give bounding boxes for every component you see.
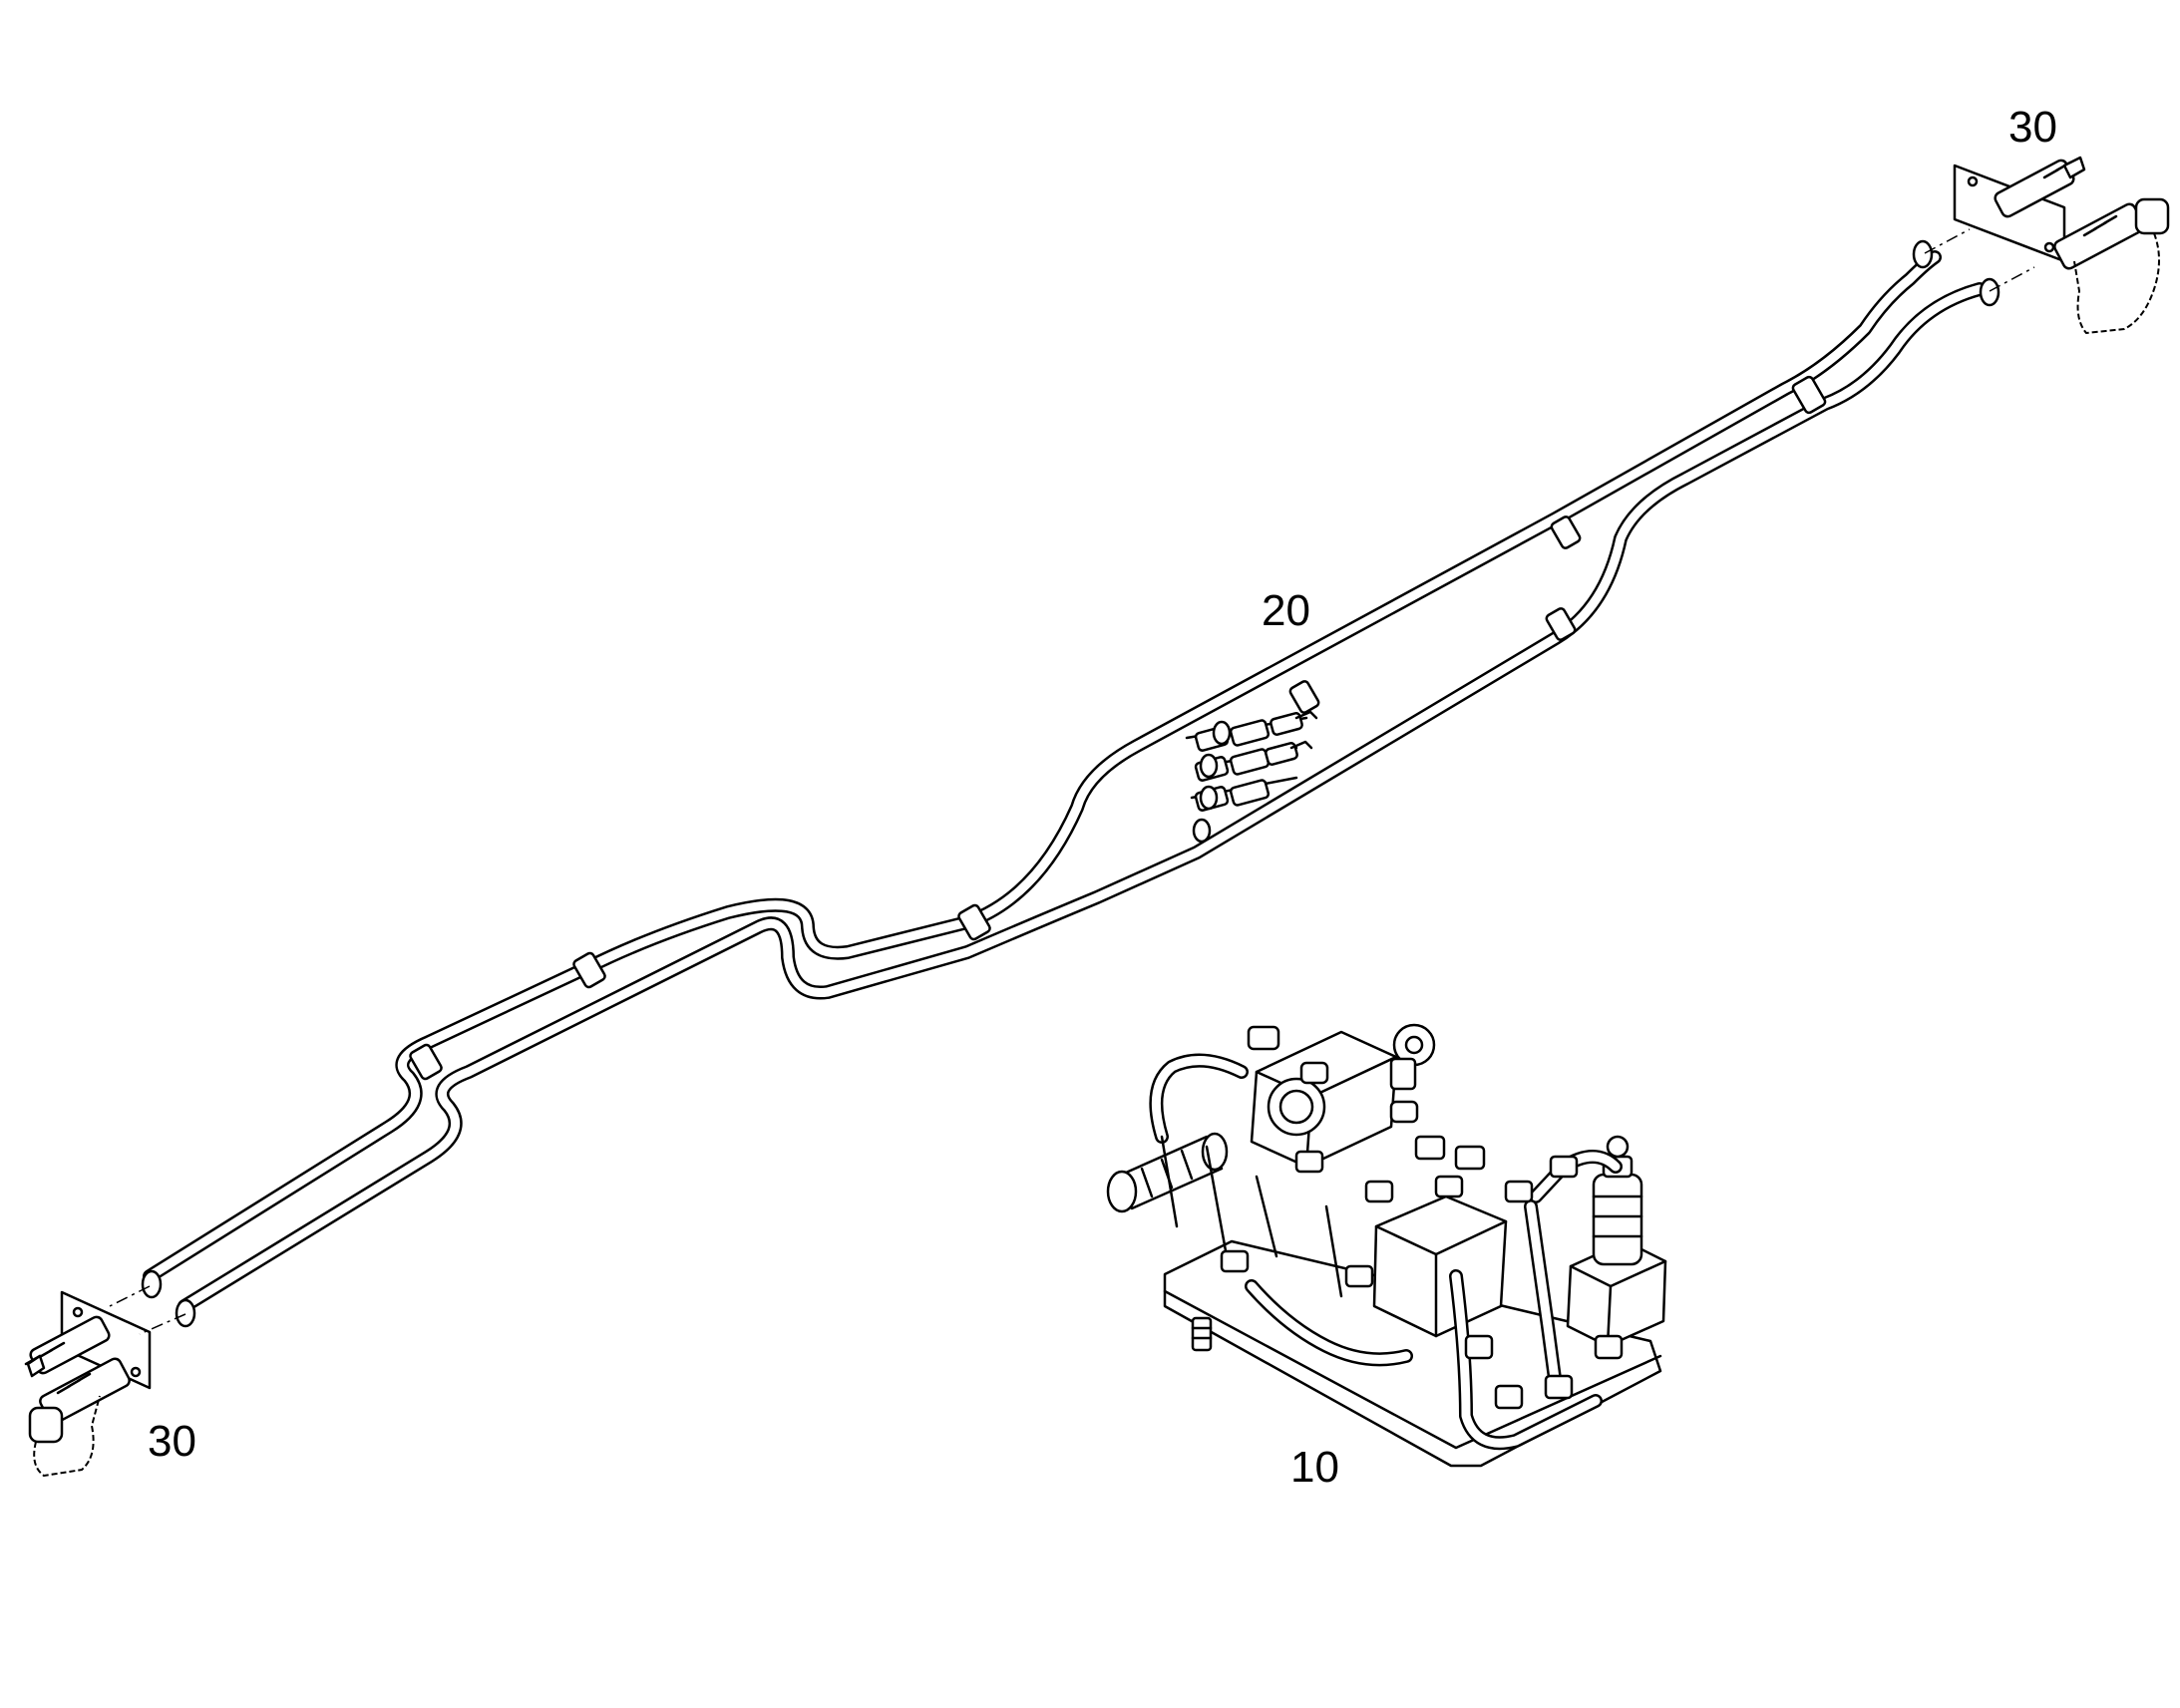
outlet-cylinder xyxy=(1106,1132,1229,1213)
pressure-filter xyxy=(1592,1135,1643,1266)
quick-coupling-upper xyxy=(1994,156,2086,218)
pipe-clamp xyxy=(572,951,606,989)
callout-10: 10 xyxy=(1290,1443,1339,1492)
pipe-clamp xyxy=(409,1043,443,1081)
mounting-bolt xyxy=(1191,1316,1213,1352)
pipe-clamp xyxy=(957,903,991,941)
lower-pipe xyxy=(178,282,1987,1313)
dust-cap-chain xyxy=(2073,232,2160,335)
valve-block-assembly: 10 xyxy=(1106,1023,1667,1492)
dust-cap-chain xyxy=(33,1395,101,1478)
quick-coupling-lower xyxy=(28,1357,131,1444)
pipe-end-nuts-left xyxy=(141,1269,196,1328)
coupling-plate-right: 30 xyxy=(1924,103,2170,335)
pipe-clamp xyxy=(1545,607,1577,641)
pipe-end-nuts-right xyxy=(1912,239,2000,307)
quick-coupling-upper xyxy=(24,1315,111,1378)
pipe-clamp xyxy=(1288,680,1320,714)
coupling-plate-left: 30 xyxy=(24,1285,196,1478)
adjustment-knob xyxy=(1389,1023,1436,1091)
valve-body-main xyxy=(1250,1030,1398,1169)
cap-nut xyxy=(1247,1025,1419,1124)
pipe-clamp xyxy=(1791,375,1827,415)
pipe-clamp xyxy=(1550,515,1582,549)
upper-pipe xyxy=(143,250,1942,1283)
callout-30-right: 30 xyxy=(2008,103,2057,152)
callout-30-left: 30 xyxy=(148,1417,196,1466)
hose-fittings xyxy=(1220,1135,1624,1410)
callout-20: 20 xyxy=(1262,586,1310,635)
pipe-clamps xyxy=(409,375,1827,1081)
hydraulic-lines-assembly: 20 xyxy=(141,239,2000,1328)
line-break-fittings xyxy=(1185,710,1318,844)
quick-coupling-lower xyxy=(2053,197,2170,270)
